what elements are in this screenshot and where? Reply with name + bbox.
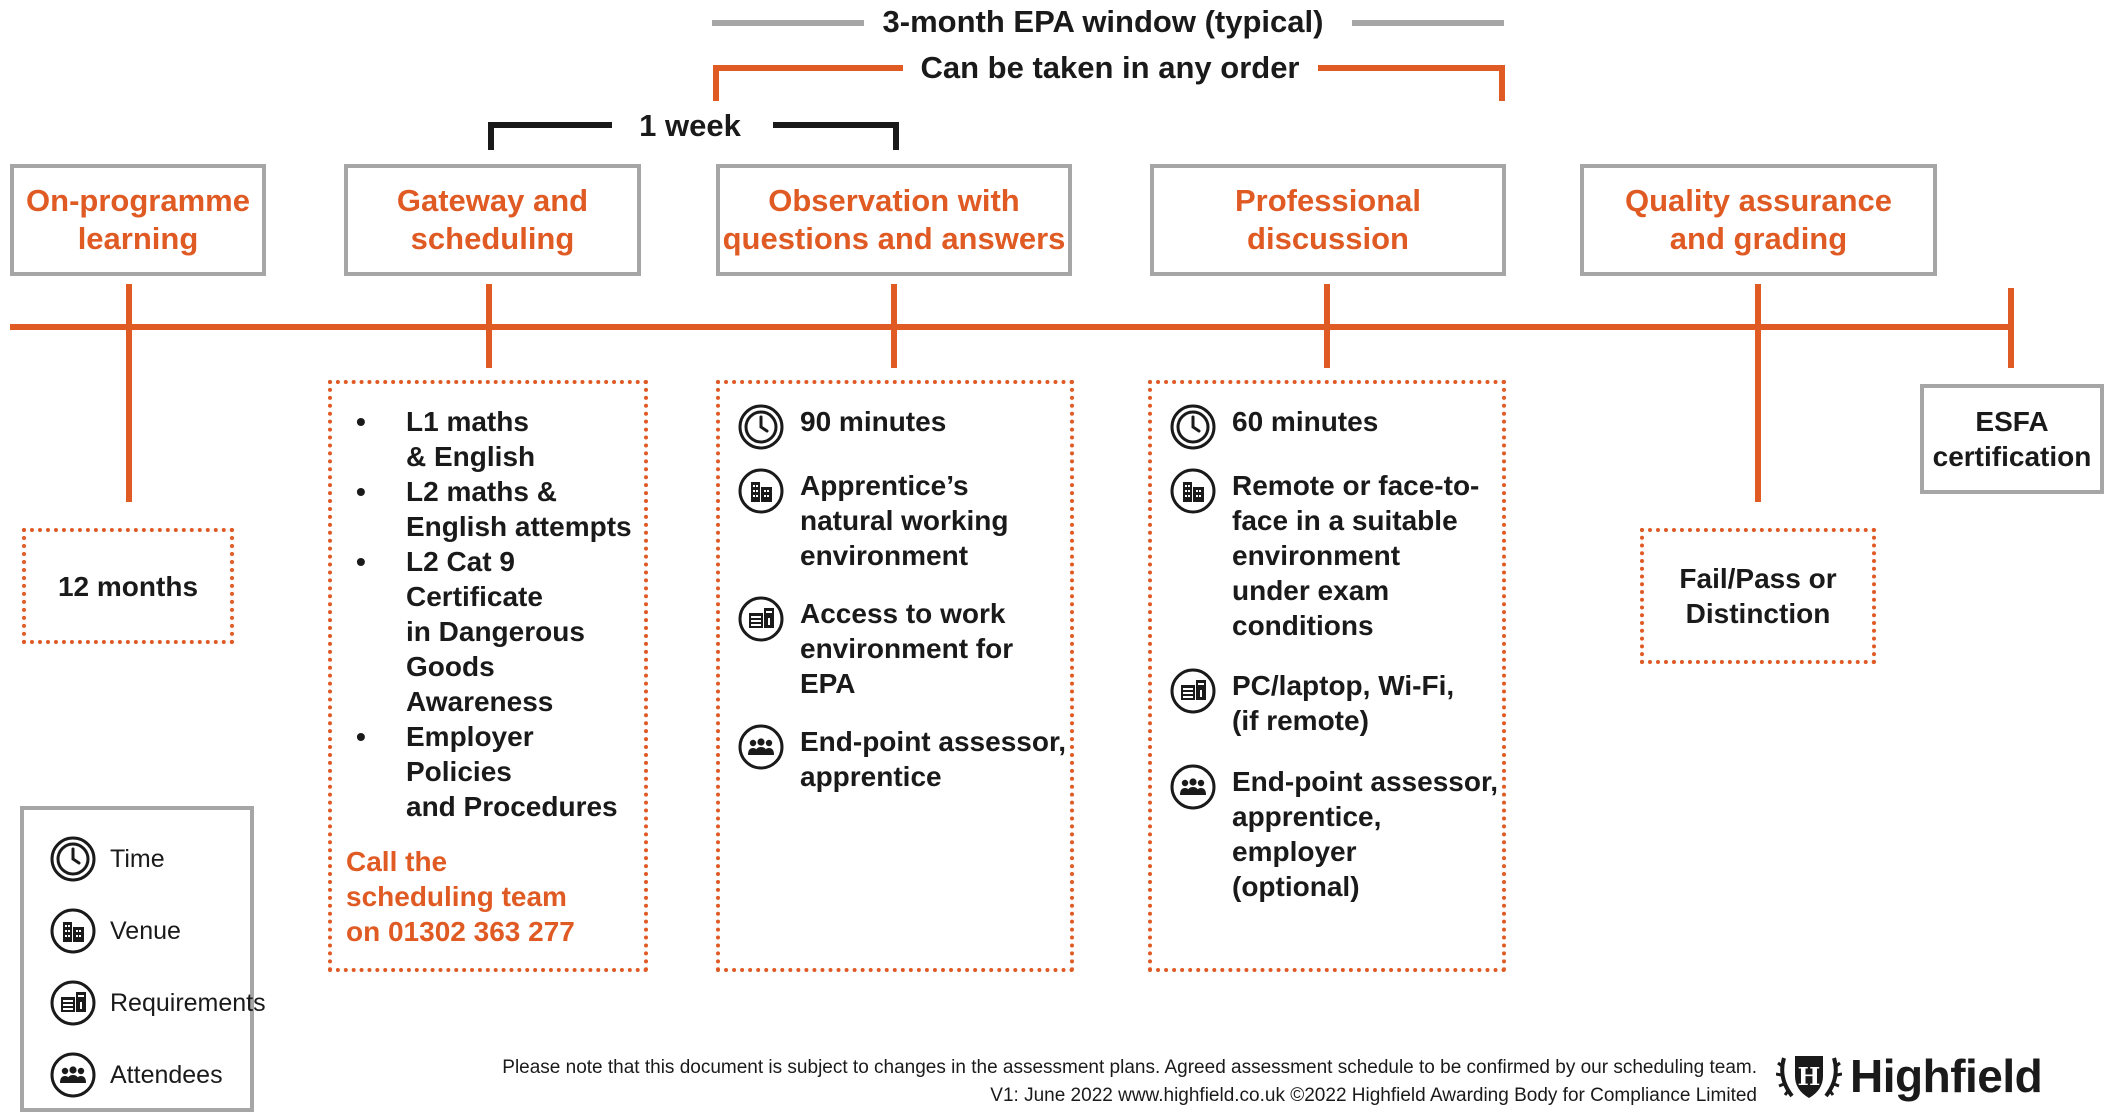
observation-requirements: Access to work environment for EPA: [800, 598, 1014, 699]
legend-requirements-label: Requirements: [110, 988, 266, 1017]
observation-attendees-row: End-point assessor, apprentice: [738, 724, 1066, 794]
stage-on-programme: On-programme learning: [10, 164, 266, 276]
observation-venue-row: Apprentice’s natural working environment: [738, 468, 1008, 573]
discussion-time: 60 minutes: [1232, 406, 1379, 437]
stage-professional-discussion: Professional discussion: [1150, 164, 1506, 276]
building-icon: [738, 468, 784, 514]
stage-professional-discussion-label: Professional discussion: [1234, 183, 1422, 256]
observation-time-row: 90 minutes: [738, 404, 946, 450]
scheduling-callout: Call the scheduling team on 01302 363 27…: [346, 846, 575, 947]
any-order-tick-right: [1499, 65, 1505, 101]
one-week-line-left: [488, 122, 612, 128]
one-week-tick-left: [488, 122, 494, 150]
discussion-time-row: 60 minutes: [1170, 404, 1378, 450]
stage-observation-label: Observation with questions and answers: [722, 183, 1066, 256]
people-icon: [738, 724, 784, 770]
one-week-line-right: [773, 122, 899, 128]
connector-discussion: [1324, 284, 1330, 368]
discussion-attendees-row: End-point assessor, apprentice, employer…: [1170, 764, 1498, 904]
document-icon: [738, 596, 784, 642]
observation-details-box: 90 minutes Apprentice’s natural working …: [716, 380, 1074, 972]
any-order-line-right: [1318, 65, 1505, 71]
document-icon: [50, 980, 96, 1026]
footer-disclaimer: Please note that this document is subjec…: [502, 1057, 1757, 1078]
footer-version: V1: June 2022 www.highfield.co.uk ©2022 …: [990, 1085, 1757, 1106]
esfa-certification-label: ESFA certification: [1932, 406, 2092, 472]
legend-time-label: Time: [110, 844, 165, 873]
discussion-requirements: PC/laptop, Wi-Fi, (if remote): [1232, 670, 1455, 736]
legend-venue-label: Venue: [110, 916, 181, 945]
stage-quality-assurance-label: Quality assurance and grading: [1624, 183, 1893, 256]
observation-venue: Apprentice’s natural working environment: [800, 470, 1009, 571]
building-icon: [1170, 468, 1216, 514]
legend-venue: Venue: [50, 908, 181, 954]
list-item: L2 Cat 9 Certificate in Dangerous Goods …: [356, 544, 644, 719]
one-week-label: 1 week: [639, 108, 741, 143]
gateway-details-box: L1 maths & English L2 maths & English at…: [328, 380, 648, 972]
list-item: L1 maths & English: [356, 404, 644, 474]
stage-observation: Observation with questions and answers: [716, 164, 1072, 276]
discussion-venue-row: Remote or face-to- face in a suitable en…: [1170, 468, 1479, 643]
connector-gateway: [486, 284, 492, 368]
any-order-label: Can be taken in any order: [920, 50, 1300, 85]
icon-legend: Time Venue Requirements Attendees: [20, 806, 266, 1112]
laurel-shield-icon: H: [1776, 1056, 1842, 1098]
stage-quality-assurance: Quality assurance and grading: [1580, 164, 1937, 276]
epa-window-line-right: [1352, 20, 1504, 26]
epa-window-line-left: [712, 20, 864, 26]
timeline: [10, 324, 2014, 330]
on-programme-duration: 12 months: [57, 570, 199, 602]
epa-window-label: 3-month EPA window (typical): [882, 4, 1324, 39]
clock-icon: [50, 836, 96, 882]
clock-icon: [738, 404, 784, 450]
connector-on-programme: [126, 284, 132, 502]
discussion-requirements-row: PC/laptop, Wi-Fi, (if remote): [1170, 668, 1454, 738]
legend-requirements: Requirements: [50, 980, 266, 1026]
document-icon: [1170, 668, 1216, 714]
people-icon: [50, 1052, 96, 1098]
brand-name: Highfield: [1850, 1050, 2043, 1102]
highfield-logo: H Highfield: [1776, 1048, 2043, 1104]
on-programme-duration-box: 12 months: [22, 528, 234, 644]
grading-outcome-box: Fail/Pass or Distinction: [1640, 528, 1876, 664]
grading-outcome: Fail/Pass or Distinction: [1679, 563, 1837, 629]
connector-observation: [891, 284, 897, 368]
list-item: L2 maths & English attempts: [356, 474, 644, 544]
list-item: Employer Policies and Procedures: [356, 719, 644, 824]
esfa-certification-box: ESFA certification: [1920, 384, 2104, 494]
legend-time: Time: [50, 836, 165, 882]
building-icon: [50, 908, 96, 954]
gateway-requirements-list: L1 maths & English L2 maths & English at…: [356, 404, 644, 824]
clock-icon: [1170, 404, 1216, 450]
discussion-details-box: 60 minutes Remote or face-to- face in a …: [1148, 380, 1506, 972]
legend-attendees: Attendees: [50, 1052, 223, 1098]
stage-gateway: Gateway and scheduling: [344, 164, 641, 276]
stage-on-programme-label: On-programme learning: [26, 183, 250, 256]
people-icon: [1170, 764, 1216, 810]
observation-requirements-row: Access to work environment for EPA: [738, 596, 1013, 701]
legend-attendees-label: Attendees: [110, 1060, 223, 1089]
connector-quality-assurance: [1755, 284, 1761, 502]
discussion-attendees: End-point assessor, apprentice, employer…: [1232, 766, 1499, 902]
observation-attendees: End-point assessor, apprentice: [800, 726, 1067, 792]
timeline-end-tick: [2008, 288, 2014, 368]
observation-time: 90 minutes: [800, 406, 947, 437]
one-week-tick-right: [893, 122, 899, 150]
footer: Please note that this document is subjec…: [502, 1054, 1757, 1110]
svg-text:H: H: [1798, 1062, 1821, 1091]
any-order-line-left: [713, 65, 903, 71]
stage-gateway-label: Gateway and scheduling: [396, 183, 589, 256]
any-order-tick-left: [713, 65, 719, 101]
discussion-venue: Remote or face-to- face in a suitable en…: [1232, 470, 1480, 641]
